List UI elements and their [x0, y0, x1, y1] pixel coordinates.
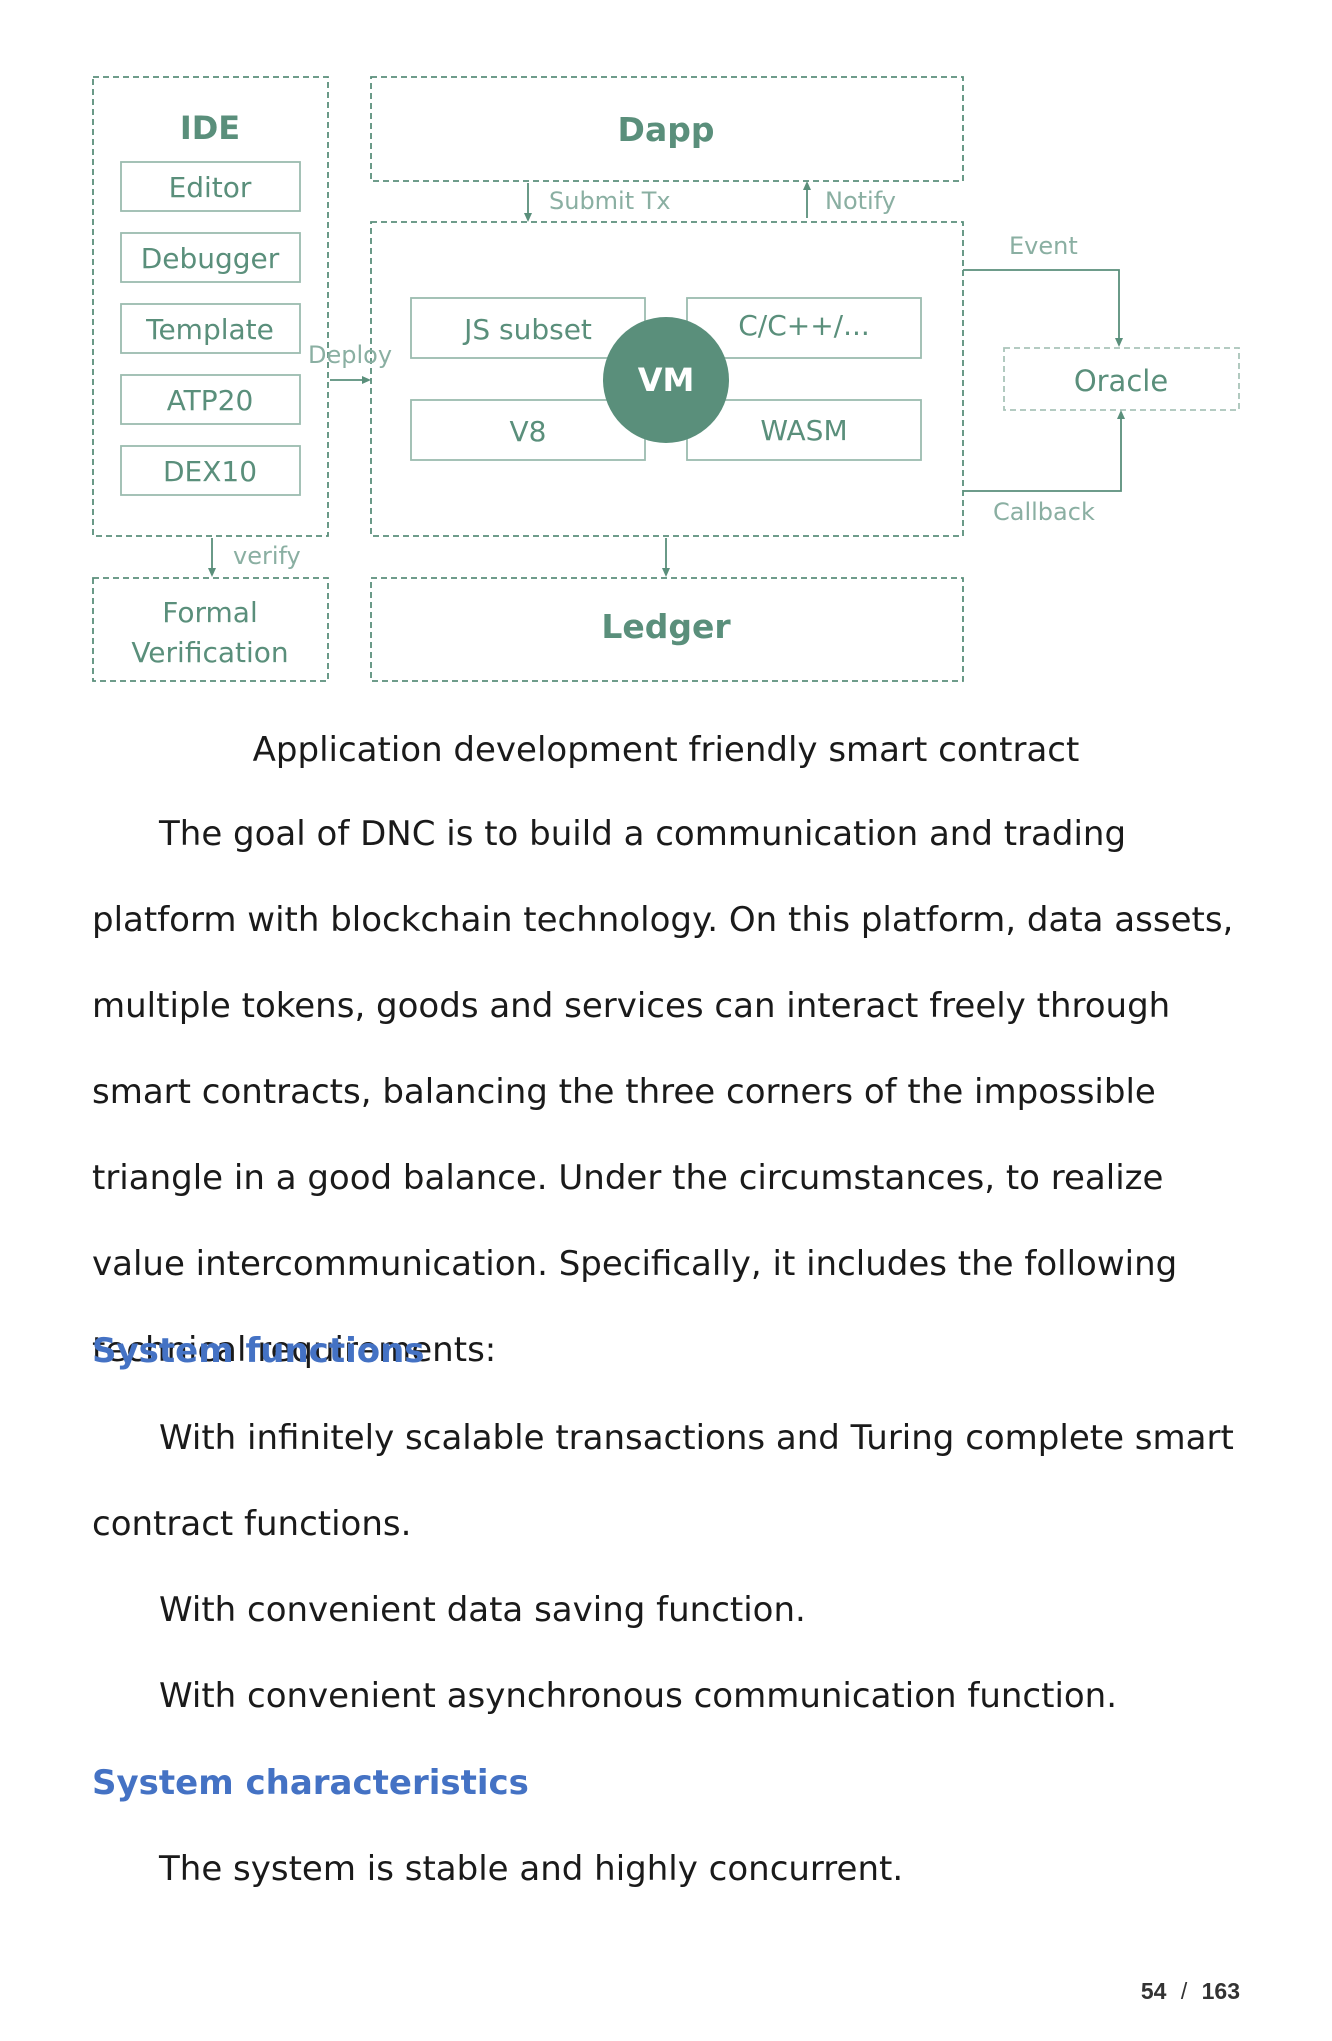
system-functions-paragraph-2: With convenient data saving function. [159, 1590, 806, 1630]
ide-item-template-box [120, 303, 301, 354]
ide-item-debugger-box [120, 232, 301, 283]
vm-label: VM [638, 361, 695, 399]
system-functions-paragraph-3: With convenient asynchronous communicati… [159, 1676, 1118, 1716]
formal-verification-box [92, 577, 329, 682]
verify-label: verify [233, 542, 301, 570]
vm-circle [603, 317, 729, 443]
section-heading-system-characteristics: System characteristics [92, 1763, 529, 1803]
ledger-label: Ledger [601, 607, 731, 646]
deploy-label: Deploy [308, 341, 392, 369]
callback-arrow [963, 410, 1125, 492]
ledger-box [370, 577, 964, 682]
c-cpp-label: C/C++/... [738, 309, 870, 342]
js-subset-label: JS subset [462, 313, 592, 346]
vm-group [370, 221, 964, 537]
architecture-diagram: IDE Editor Debugger Template ATP20 DEX10… [92, 76, 1240, 682]
ide-item-template: Template [145, 313, 274, 346]
v8-label: V8 [510, 415, 547, 448]
dapp-box [370, 76, 964, 182]
system-functions-paragraph-1: With infinitely scalable transactions an… [92, 1418, 1234, 1544]
wasm-label: WASM [760, 414, 847, 447]
dapp-label: Dapp [618, 110, 715, 149]
ide-item-atp20: ATP20 [167, 384, 254, 417]
ide-item-dex10-box [120, 445, 301, 496]
formal-verification-line2: Verification [131, 636, 288, 669]
page-current: 54 [1140, 1978, 1167, 2004]
page-separator: / [1180, 1978, 1188, 2004]
ide-item-dex10: DEX10 [163, 455, 257, 488]
callback-label: Callback [993, 498, 1095, 526]
submit-tx-label: Submit Tx [549, 187, 671, 215]
figure-caption: Application development friendly smart c… [252, 730, 1080, 770]
c-cpp-box [686, 297, 922, 359]
formal-verification-line1: Formal [162, 596, 257, 629]
section-heading-system-functions: System functions [92, 1331, 425, 1371]
event-arrow [963, 269, 1123, 347]
notify-label: Notify [825, 187, 896, 215]
ide-item-debugger: Debugger [141, 242, 280, 275]
ide-item-atp20-box [120, 374, 301, 425]
ide-group [92, 76, 329, 537]
event-label: Event [1009, 232, 1078, 260]
wasm-box [686, 399, 922, 461]
system-characteristics-paragraph-1: The system is stable and highly concurre… [159, 1849, 904, 1889]
ide-item-editor: Editor [169, 171, 252, 204]
intro-paragraph: The goal of DNC is to build a communicat… [92, 814, 1234, 1370]
page-number: 54 / 163 [1141, 1978, 1240, 2005]
page-total: 163 [1201, 1978, 1240, 2004]
oracle-label: Oracle [1074, 364, 1168, 398]
ide-title: IDE [180, 109, 240, 147]
ide-item-editor-box [120, 161, 301, 212]
